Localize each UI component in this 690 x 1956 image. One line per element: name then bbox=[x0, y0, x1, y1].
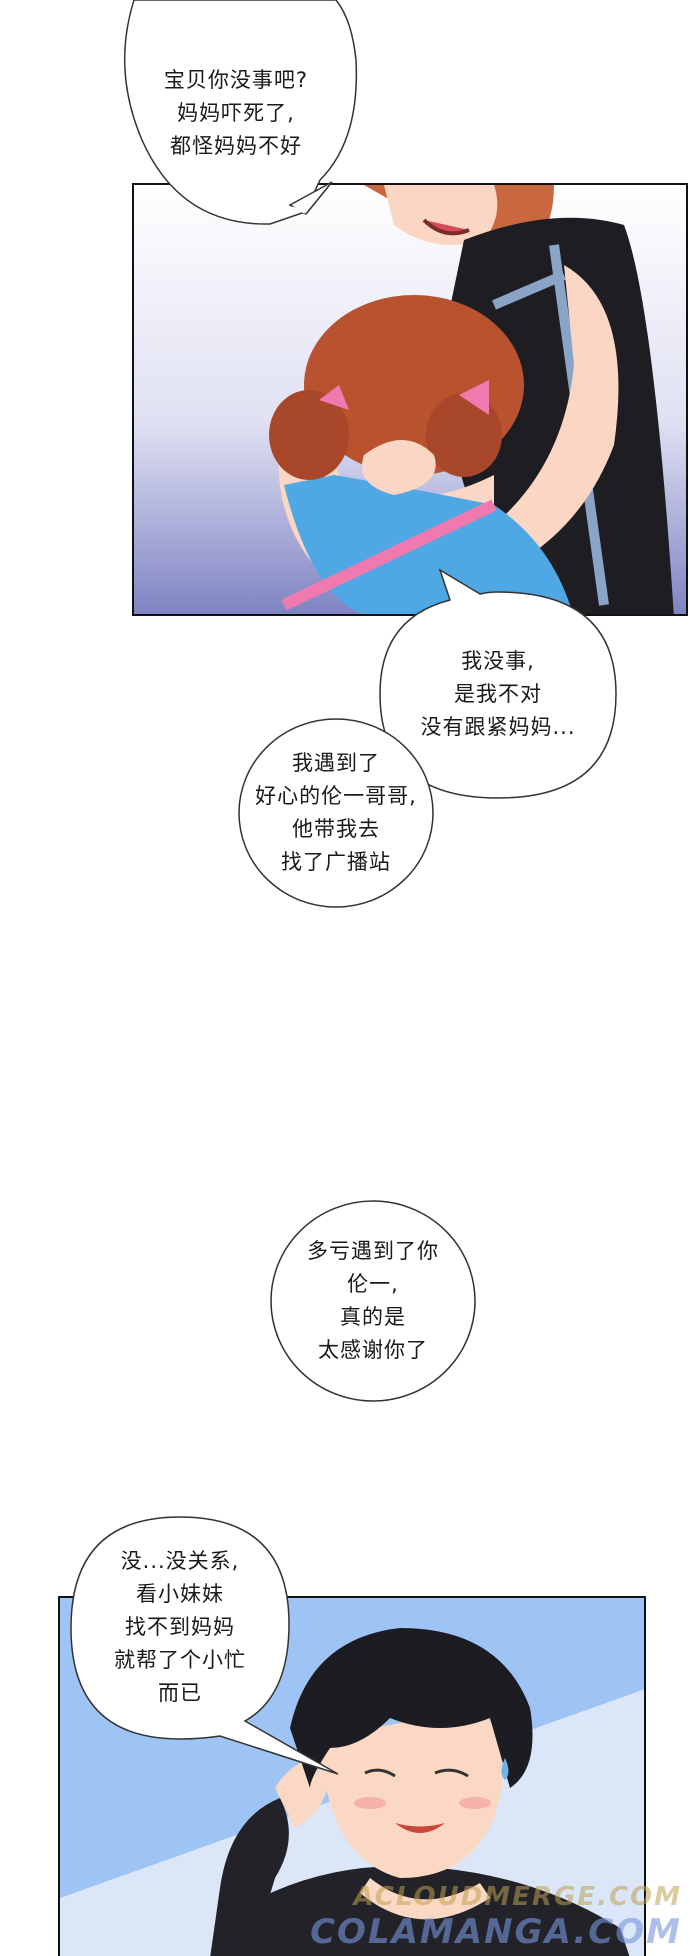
speech-bubble-mom-2: 多亏遇到了你 伦一, 真的是 太感谢你了 bbox=[270, 1200, 476, 1402]
bubble-text-line: 我遇到了 bbox=[292, 751, 380, 775]
boy-hair bbox=[290, 1628, 533, 1788]
speech-bubble-mom: 宝贝你没事吧? 妈妈吓死了, 都怪妈妈不好 bbox=[120, 0, 358, 226]
bubble-text-line: 就帮了个小忙 bbox=[114, 1647, 246, 1672]
girl-pigtail-right bbox=[426, 393, 502, 477]
boy-hand bbox=[275, 1761, 330, 1828]
bubble-text-line: 看小妹妹 bbox=[136, 1581, 224, 1606]
mom-mouth bbox=[422, 218, 470, 236]
boy-eye-left bbox=[364, 1768, 396, 1778]
panel-hug bbox=[132, 183, 688, 616]
boy-arm bbox=[210, 1798, 289, 1956]
bubble-text-line: 而已 bbox=[158, 1680, 202, 1705]
bubble-text-line: 没有跟紧妈妈... bbox=[420, 714, 576, 739]
boy-face bbox=[320, 1708, 503, 1878]
speech-bubble-girl-1: 我没事, 是我不对 没有跟紧妈妈... bbox=[379, 568, 617, 799]
watermark-acloudmerge: ACLOUDMERGE.COM bbox=[353, 1882, 682, 1912]
bubble-text-line: 好心的伦一哥哥, bbox=[255, 784, 417, 808]
bubble-text-line: 找不到妈妈 bbox=[125, 1614, 235, 1639]
bubble-text-line: 找了广播站 bbox=[281, 850, 391, 874]
girl-shirt bbox=[284, 475, 573, 614]
bubble-text-line: 多亏遇到了你 bbox=[307, 1239, 439, 1263]
hug-illustration bbox=[134, 185, 686, 614]
sweat-drop bbox=[501, 1758, 509, 1780]
bubble-text-line: 妈妈吓死了, bbox=[177, 100, 295, 125]
speech-bubble-girl-2: 我遇到了 好心的伦一哥哥, 他带我去 找了广播站 bbox=[238, 718, 434, 908]
watermark-colamanga: COLAMANGA.COM bbox=[310, 1912, 682, 1952]
boy-eye-right bbox=[434, 1768, 469, 1778]
boy-mouth bbox=[395, 1823, 445, 1833]
girl-pigtail-left bbox=[269, 390, 349, 480]
bubble-text-line: 是我不对 bbox=[454, 681, 542, 706]
hands bbox=[362, 440, 436, 495]
ribbon-right bbox=[459, 380, 489, 415]
bubble-text-line: 我没事, bbox=[461, 648, 535, 673]
bubble-text-line: 太感谢你了 bbox=[318, 1338, 428, 1362]
speech-bubble-boy: 没...没关系, 看小妹妹 找不到妈妈 就帮了个小忙 而已 bbox=[70, 1516, 339, 1775]
ribbon-left bbox=[319, 385, 349, 410]
bubble-text-line: 没...没关系, bbox=[120, 1548, 240, 1573]
bubble-text-line: 伦一, bbox=[347, 1272, 399, 1296]
girl-shirt-stripe bbox=[281, 499, 497, 611]
bubble-text-line: 他带我去 bbox=[292, 817, 380, 841]
bubble-text-line: 真的是 bbox=[340, 1305, 406, 1329]
bubble-text-line: 宝贝你没事吧? bbox=[163, 67, 309, 92]
bubble-text-line: 都怪妈妈不好 bbox=[170, 133, 302, 158]
boy-neck bbox=[360, 1878, 490, 1920]
mom-arm-right bbox=[494, 265, 619, 565]
